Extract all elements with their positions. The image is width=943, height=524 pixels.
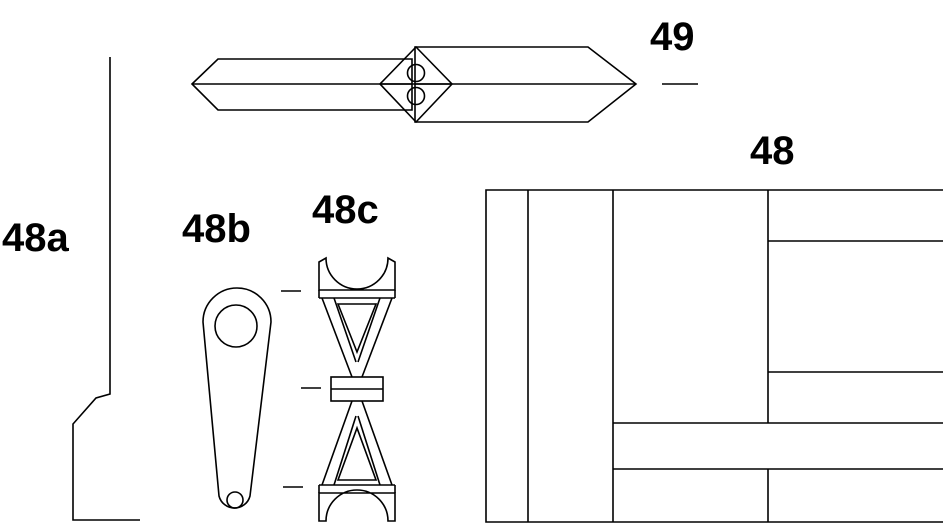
part-48a-profile xyxy=(72,57,140,521)
label-48a: 48a xyxy=(2,216,69,260)
label-49: 49 xyxy=(650,15,695,59)
label-48c: 48c xyxy=(312,188,379,232)
label-48: 48 xyxy=(750,129,795,173)
part-48b-link xyxy=(202,287,272,509)
part-49-bar xyxy=(190,45,638,124)
part-48-panel xyxy=(485,189,943,523)
label-48b: 48b xyxy=(182,207,251,251)
part-48c-spool xyxy=(318,256,396,522)
